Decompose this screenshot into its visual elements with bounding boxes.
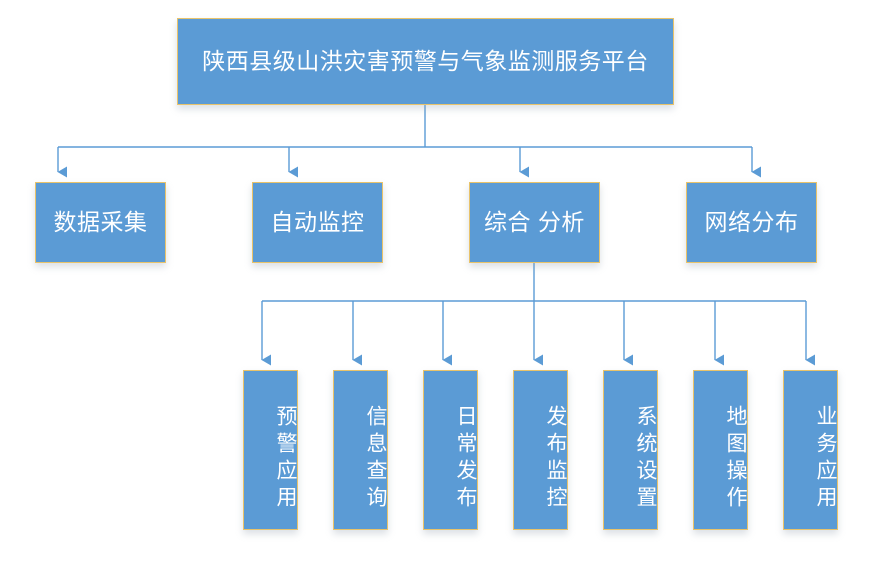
node-auto-monitoring[interactable]: 自动监控 (252, 182, 383, 263)
edge-level2-drops (57, 147, 761, 178)
node-label: 预警应用 (274, 405, 297, 513)
node-label: 发布监控 (544, 405, 567, 513)
node-label: 业务应用 (814, 405, 837, 513)
node-map-operation[interactable]: 地图操作 (693, 370, 748, 530)
node-system-settings[interactable]: 系统设置 (603, 370, 658, 530)
edge-leaf-drops (261, 301, 815, 366)
node-information-query[interactable]: 信息查询 (333, 370, 388, 530)
node-daily-release[interactable]: 日常发布 (423, 370, 478, 530)
node-warning-application[interactable]: 预警应用 (243, 370, 298, 530)
node-data-collection[interactable]: 数据采集 (35, 182, 166, 263)
root-node-label: 陕西县级山洪灾害预警与气象监测服务平台 (202, 47, 649, 74)
node-comprehensive-analysis[interactable]: 综合 分析 (469, 182, 600, 263)
node-label: 网络分布 (704, 208, 799, 235)
root-node-platform-title[interactable]: 陕西县级山洪灾害预警与气象监测服务平台 (177, 18, 674, 105)
node-label: 数据采集 (53, 208, 148, 235)
node-network-distribution[interactable]: 网络分布 (686, 182, 817, 263)
node-label: 日常发布 (454, 405, 477, 513)
node-label: 地图操作 (724, 405, 747, 513)
node-label: 综合 分析 (484, 208, 585, 235)
node-label: 系统设置 (634, 405, 657, 513)
node-release-monitoring[interactable]: 发布监控 (513, 370, 568, 530)
node-label: 信息查询 (364, 405, 387, 513)
node-label: 自动监控 (270, 208, 365, 235)
node-business-application[interactable]: 业务应用 (783, 370, 838, 530)
